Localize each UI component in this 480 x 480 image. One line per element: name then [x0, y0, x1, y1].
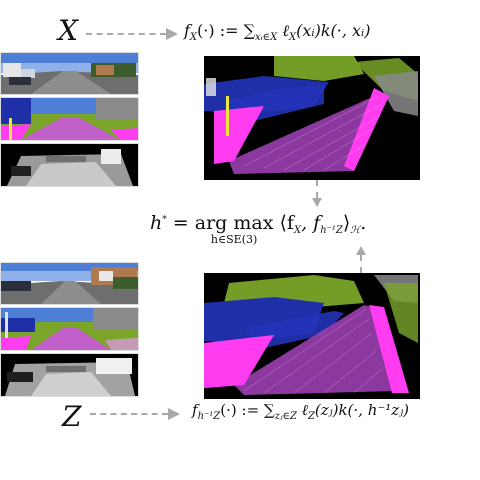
eq-space-sub: ℋ: [350, 225, 361, 236]
eq-argmax-op: arg max: [194, 212, 274, 234]
fz-l-sub: Z: [307, 411, 315, 422]
arrow-down-to-eq: [316, 180, 318, 198]
formula-fx: fX(·) := ∑xᵢ∈X ℓX(xᵢ)k(·, xᵢ): [184, 21, 371, 43]
arrowhead-z: [168, 408, 180, 420]
fz-sub: h⁻¹Z: [197, 411, 221, 422]
fx-assign: :=: [219, 21, 239, 40]
fz-sum: ∑: [263, 401, 275, 419]
eq-inner-sub2: h⁻¹Z: [320, 225, 343, 236]
fz-assign: :=: [241, 401, 260, 419]
fz-arg: (·): [220, 401, 237, 419]
fz-sum-sub: zⱼ∈Z: [274, 411, 297, 422]
center-equation: h* = arg max h∈SE(3) ⟨fX, fh⁻¹Z⟩ℋ.: [150, 212, 366, 245]
eq-inner-close: ⟩: [342, 212, 351, 234]
top-point-cloud: [204, 56, 420, 180]
fx-f: f: [184, 21, 190, 40]
fz-args: (zⱼ)k(·, h⁻¹zⱼ): [314, 401, 410, 419]
eq-inner-sub1: X: [293, 225, 302, 236]
bottom-point-cloud: [204, 273, 420, 399]
fz-f: f: [192, 401, 198, 419]
fx-sum: ∑: [243, 21, 256, 40]
fx-l-sub: X: [288, 32, 297, 43]
eq-equals: =: [172, 212, 189, 234]
arrow-x-to-fx: [86, 33, 166, 35]
eq-inner-sep: , f: [301, 212, 321, 234]
eq-lhs-sup: *: [162, 215, 167, 225]
arrowhead-x: [166, 28, 178, 40]
eq-inner-open: ⟨f: [279, 212, 294, 234]
arrow-z-to-fz: [90, 413, 168, 415]
formula-fz: fh⁻¹Z(·) := ∑zⱼ∈Z ℓZ(zⱼ)k(·, h⁻¹zⱼ): [192, 401, 410, 422]
var-x: X: [58, 14, 78, 47]
top-depth-image: [0, 143, 139, 187]
fx-args: (xᵢ)k(·, xᵢ): [296, 21, 371, 40]
arrow-up-to-eq: [360, 255, 362, 273]
fx-sub: X: [189, 32, 198, 43]
arrowhead-down: [312, 198, 322, 207]
bottom-depth-image: [0, 353, 139, 397]
top-semantic-image: [0, 97, 139, 141]
fx-sum-sub: xᵢ∈X: [255, 32, 278, 43]
eq-lhs: h: [150, 212, 163, 234]
eq-argmax-sub: h∈SE(3): [210, 233, 258, 246]
var-z: Z: [62, 400, 82, 433]
top-rgb-image: [0, 52, 139, 95]
bottom-semantic-image: [0, 307, 139, 351]
bottom-rgb-image: [0, 262, 139, 305]
fx-l: ℓ: [282, 21, 289, 40]
fx-arg: (·): [197, 21, 215, 40]
arrowhead-up: [356, 246, 366, 255]
eq-end: .: [360, 212, 367, 234]
fz-l: ℓ: [301, 401, 308, 419]
eq-argmax: arg max h∈SE(3): [195, 212, 274, 245]
